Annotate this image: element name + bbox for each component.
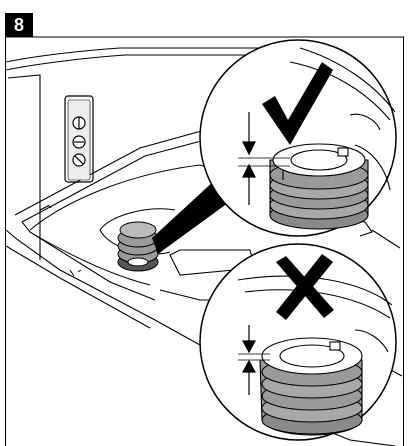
check-mark-icon [262, 62, 333, 145]
control-panel [64, 95, 94, 183]
magnified-view-incorrect [199, 243, 397, 441]
spring-coil-small [117, 221, 159, 272]
appliance-base [5, 47, 300, 346]
figure-border [5, 36, 404, 446]
magnified-view-correct [199, 39, 397, 237]
housing-lines-top [289, 47, 396, 191]
housing-lines-bottom [237, 275, 393, 353]
tray-outline [29, 164, 211, 286]
program-dial-icon [72, 116, 86, 167]
gap-arrow-icon [238, 112, 290, 205]
step-number-badge: 8 [5, 13, 33, 37]
gap-arrow-icon [238, 325, 270, 395]
spring-coil-incorrect [259, 337, 363, 436]
zoom-beam [152, 180, 232, 254]
spring-coil-correct [269, 143, 369, 230]
cross-mark-icon [276, 254, 334, 320]
